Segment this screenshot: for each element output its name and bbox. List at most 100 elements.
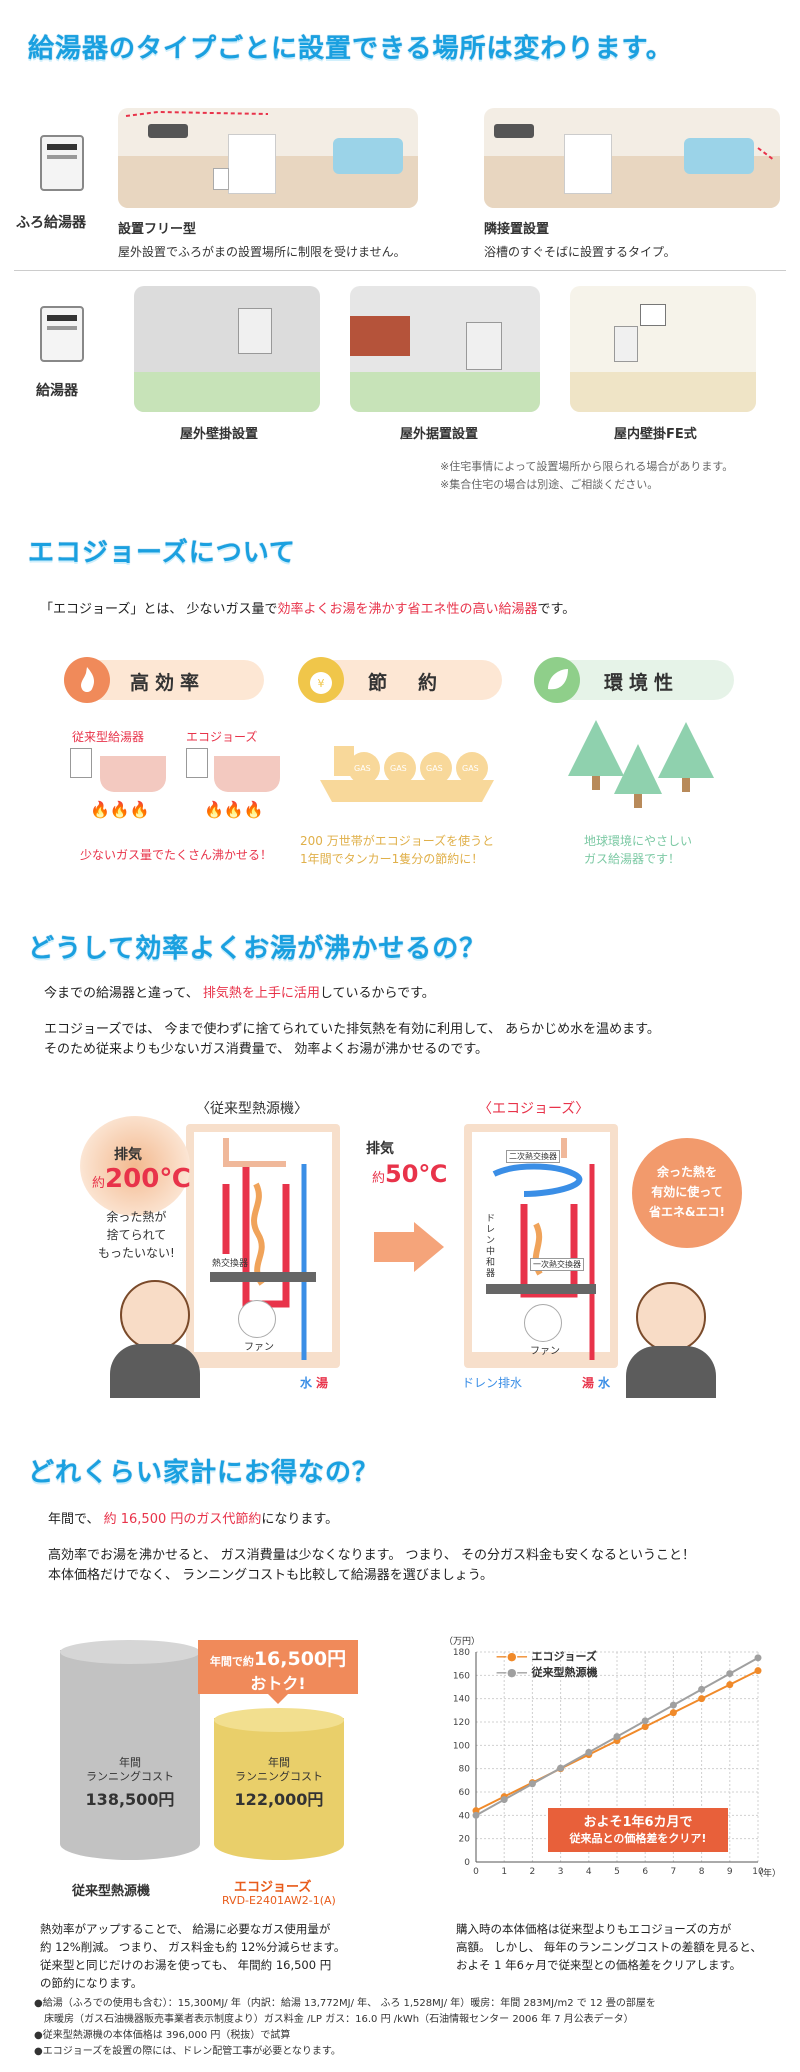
conv-diagram-title: 〈従来型熱源機〉 bbox=[196, 1101, 308, 1117]
gas-text-3: GAS bbox=[426, 764, 443, 773]
y-tick-label-1: 20 bbox=[459, 1835, 471, 1845]
section3-line3: そのため従来よりも少ないガス消費量で、 効率よくお湯が沸かせるのです。 bbox=[44, 1042, 489, 1057]
divider bbox=[14, 270, 786, 271]
good-msg1: 余った熱を bbox=[656, 1165, 717, 1179]
conv-cost-label2: ランニングコスト bbox=[86, 1770, 174, 1783]
waste-message: 余った熱が 捨てられて もったいない! bbox=[98, 1208, 175, 1262]
chart-callout bbox=[548, 1808, 728, 1852]
eco-heater-icon bbox=[186, 748, 208, 778]
left-desc2: 約 12%削減。 つまり、 ガス料金も約 12%分減らせます。 bbox=[40, 1940, 346, 1954]
money-bag-icon: ¥ bbox=[298, 657, 344, 703]
gas-text-2: GAS bbox=[390, 764, 407, 773]
conv-fan-label: ファン bbox=[244, 1342, 274, 1353]
foot1: ●給湯（ふろでの使用も含む）：15,300MJ/ 年（内訳：給湯 13,772M… bbox=[34, 1998, 656, 2009]
foot4: ●エコジョーズを設置の際には、ドレン配管工事が必要となります。 bbox=[34, 2046, 341, 2057]
eco-cost-cylinder bbox=[214, 1718, 344, 1860]
s3-line1-post: しているからです。 bbox=[319, 986, 435, 1001]
x-tick-label-3: 3 bbox=[558, 1867, 564, 1877]
furo-label: ふろ給湯器 bbox=[16, 215, 86, 231]
scene-outdoor-wall bbox=[134, 286, 320, 412]
footnotes: ●給湯（ふろでの使用も含む）：15,300MJ/ 年（内訳：給湯 13,772M… bbox=[34, 1996, 656, 2060]
type2-title: 隣接置設置 bbox=[484, 222, 550, 237]
bath-heater-icon bbox=[40, 135, 84, 191]
eco-secondary-hx-label: 二次熱交換器 bbox=[506, 1150, 560, 1163]
eco-drain-label: ドレン排水 bbox=[462, 1376, 523, 1390]
feature2-caption1: 200 万世帯がエコジョーズを使うと bbox=[300, 834, 495, 848]
conv-unit: 熱交換器 ファン bbox=[186, 1124, 340, 1368]
feature1-label: 高効率 bbox=[130, 672, 206, 694]
section3-line2: エコジョーズでは、 今まで使わずに捨てられていた排気熱を有効に利用して、 あらか… bbox=[44, 1022, 660, 1037]
waste-msg1: 余った熱が bbox=[106, 1210, 167, 1224]
eco-exhaust-temp: 約50℃ bbox=[372, 1160, 447, 1188]
section4-line2: 高効率でお湯を沸かせると、 ガス消費量は少なくなります。 つまり、 その分ガス料… bbox=[48, 1548, 696, 1563]
arrow-body bbox=[374, 1232, 414, 1262]
x-tick-label-8: 8 bbox=[699, 1867, 705, 1877]
woman-worried-icon bbox=[120, 1280, 190, 1350]
right-desc3: およそ 1 年6ヶ月で従来型との価格差をクリアします。 bbox=[456, 1958, 742, 1972]
eco-fan-label: ファン bbox=[530, 1346, 560, 1357]
x-tick-label-1: 1 bbox=[501, 1867, 507, 1877]
y-tick-label-7: 140 bbox=[453, 1695, 470, 1705]
series-1-point-8 bbox=[698, 1685, 706, 1693]
legend-conv: 従来型熱源機 bbox=[531, 1666, 598, 1679]
scene-outdoor-floor bbox=[350, 286, 540, 412]
series-1-point-5 bbox=[613, 1733, 621, 1741]
y-tick-label-2: 40 bbox=[459, 1811, 471, 1821]
section4-line1: 年間で、 約 16,500 円のガス代節約になります。 bbox=[48, 1510, 338, 1530]
feature3-label: 環境性 bbox=[604, 672, 680, 694]
install1-label: 屋外壁掛設置 bbox=[180, 427, 259, 442]
x-tick-label-6: 6 bbox=[642, 1867, 648, 1877]
good-msg3: 省エネ&エコ! bbox=[649, 1205, 725, 1219]
eco-unit: 二次熱交換器 一次熱交換器 ドレン中和器 ファン bbox=[464, 1124, 618, 1368]
conv-approx: 約 bbox=[92, 1176, 106, 1191]
conv-fan-icon bbox=[238, 1300, 276, 1338]
type1-title: 設置フリー型 bbox=[118, 222, 197, 237]
section4-title: どれくらい家計にお得なの？ bbox=[28, 1458, 380, 1488]
eco-model: RVD-E2401AW2-1(A) bbox=[222, 1894, 336, 1907]
left-desc1: 熱効率がアップすることで、 給湯に必要なガス使用量が bbox=[40, 1922, 331, 1936]
conv-exhaust-temp: 約200℃ bbox=[92, 1164, 191, 1194]
conv-flames-icon: 🔥🔥🔥 bbox=[90, 800, 150, 819]
woman-happy-body bbox=[626, 1346, 716, 1398]
waste-msg2: 捨てられて bbox=[106, 1228, 167, 1242]
type2-desc: 浴槽のすぐそばに設置するタイプ。 bbox=[484, 245, 676, 259]
eco-cost-label2: ランニングコスト bbox=[235, 1770, 323, 1783]
y-tick-label-0: 0 bbox=[464, 1858, 470, 1868]
left-desc3: 従来型と同じだけのお湯を使っても、 年間約 16,500 円 bbox=[40, 1958, 332, 1972]
s4-line1-red: 約 16,500 円のガス代節約 bbox=[103, 1512, 262, 1527]
feature1-conv: 従来型給湯器 bbox=[72, 730, 145, 744]
conv-cylinder-top bbox=[60, 1640, 200, 1664]
conv-bath-icon bbox=[100, 756, 166, 792]
conv-hx-label: 熱交換器 bbox=[212, 1259, 249, 1269]
tanker-icon: GAS GAS GAS GAS bbox=[312, 730, 502, 810]
conv-exhaust-label: 排気 bbox=[114, 1147, 142, 1163]
woman-happy-icon bbox=[636, 1282, 706, 1352]
feature2-caption2: 1年間でタンカー1隻分の節約に！ bbox=[300, 852, 484, 866]
series-1-point-7 bbox=[669, 1701, 677, 1709]
conv-temp-value: 200℃ bbox=[105, 1164, 191, 1194]
scene-indoor-fe bbox=[570, 286, 756, 412]
series-0-point-9 bbox=[726, 1681, 734, 1689]
good-msg2: 有効に使って bbox=[651, 1185, 723, 1199]
eco-drain-neutralizer-label: ドレン中和器 bbox=[486, 1214, 496, 1279]
water-heater-icon bbox=[40, 306, 84, 362]
y-tick-label-4: 80 bbox=[459, 1765, 471, 1775]
flame-icon bbox=[64, 657, 110, 703]
tree-trunk-3 bbox=[682, 778, 690, 792]
gas-text-4: GAS bbox=[462, 764, 479, 773]
conv-cost-label1: 年間 bbox=[119, 1756, 141, 1769]
eco-hot-label: 湯 bbox=[582, 1376, 595, 1390]
conv-exhaust-cloud bbox=[80, 1116, 190, 1216]
series-1-point-3 bbox=[557, 1764, 565, 1772]
right-desc1: 購入時の本体価格は従来型よりもエコジョーズの方が bbox=[456, 1922, 732, 1936]
feature1-caption: 少ないガス量でたくさん沸かせる！ bbox=[80, 848, 273, 862]
waste-msg3: もったいない! bbox=[98, 1246, 175, 1260]
eco-exhaust-label: 排気 bbox=[366, 1141, 394, 1157]
section2-intro: 「エコジョーズ」とは、 少ないガス量で効率よくお湯を沸かす省エネ性の高い給湯器で… bbox=[40, 600, 575, 620]
intro-pre: 「エコジョーズ」とは、 少ないガス量で bbox=[40, 602, 278, 617]
eco-bath-icon bbox=[214, 756, 280, 792]
y-tick-label-9: 180 bbox=[453, 1648, 470, 1658]
x-tick-label-9: 9 bbox=[727, 1867, 733, 1877]
note2: ※集合住宅の場合は別途、ご相談ください。 bbox=[440, 478, 659, 491]
feature2-label: 節 約 bbox=[368, 672, 444, 694]
